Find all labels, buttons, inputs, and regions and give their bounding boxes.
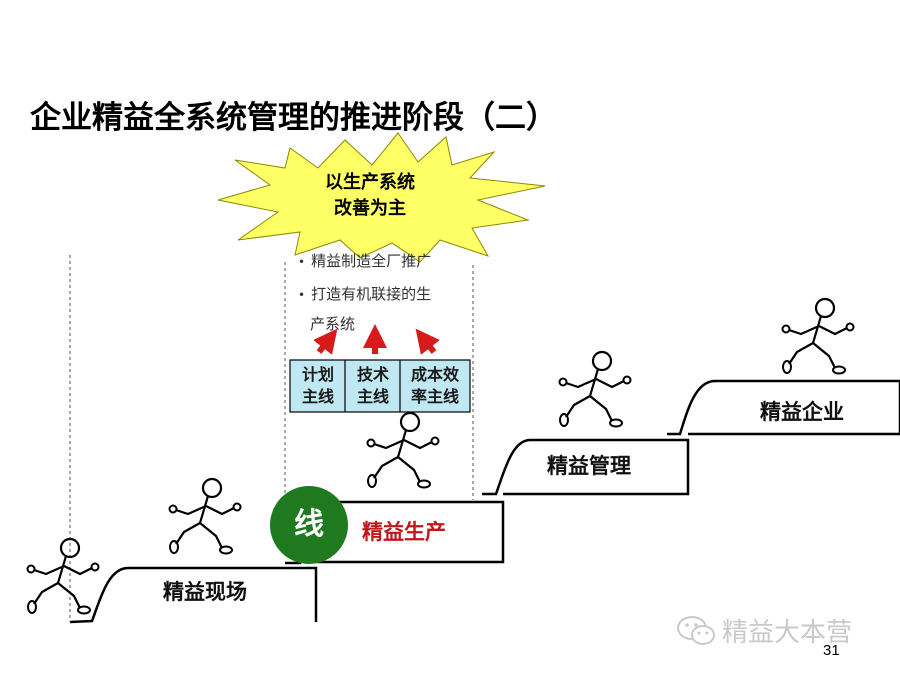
- step-label-production: 精益生产: [362, 519, 446, 544]
- bullet-item-2-cont: 产系统: [310, 315, 356, 333]
- watermark-text: 精益大本营: [722, 618, 853, 648]
- wechat-icon: [677, 616, 715, 645]
- bullet-dot-icon: •: [298, 288, 306, 302]
- bullet-item-2: •打造有机联接的生: [298, 285, 432, 303]
- step-3-shape: [482, 438, 690, 496]
- page-number: 31: [823, 642, 840, 659]
- badge-circle: [270, 486, 348, 564]
- burst-line-2: 改善为主: [334, 198, 406, 219]
- step-label-management: 精益管理: [547, 453, 631, 478]
- bullet-item-1: •精益制造全厂推广: [298, 252, 432, 270]
- burst-text: 以生产系统 改善为主: [290, 170, 450, 222]
- step-1-shape: [69, 566, 318, 624]
- burst-line-1: 以生产系统: [325, 172, 415, 193]
- step-4-shape: [667, 379, 900, 436]
- burst-shape: [217, 132, 546, 263]
- runner-figure-5: [781, 297, 855, 375]
- page-title: 企业精益全系统管理的推进阶段（二）: [30, 100, 557, 136]
- step-label-site: 精益现场: [163, 579, 247, 604]
- runner-figure-1: [26, 537, 100, 615]
- table-cell-cost: 成本效 率主线: [410, 365, 459, 406]
- badge-label: 线: [294, 507, 324, 542]
- table-cell-tech: 技术 主线: [356, 365, 389, 406]
- arrow-cost: [415, 328, 440, 355]
- bullet-dot-icon: •: [298, 255, 306, 269]
- lines-table: [289, 359, 471, 413]
- table-cell-plan: 计划 主线: [301, 365, 334, 406]
- runner-figure-3: [366, 411, 440, 489]
- runner-figure-2: [168, 477, 242, 555]
- runner-figure-4: [558, 350, 632, 428]
- arrow-plan: [313, 328, 338, 355]
- step-label-enterprise: 精益企业: [760, 399, 844, 424]
